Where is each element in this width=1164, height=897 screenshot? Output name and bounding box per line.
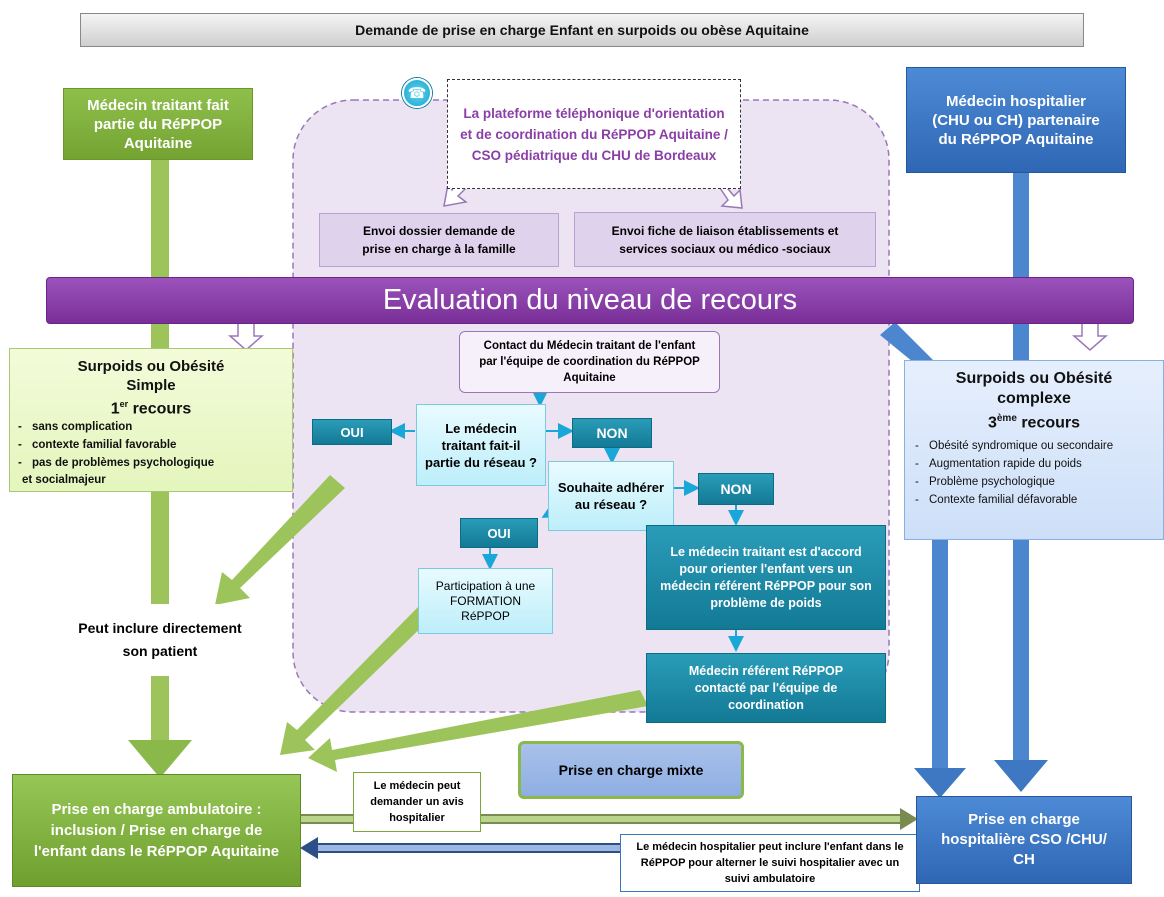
blue-left-bar-inner [318,845,918,851]
accord-box: Le médecin traitant est d'accord pour or… [646,525,886,630]
simple-recours-num: 1 [110,400,120,418]
list-item: Augmentation rapide du poids [915,455,1163,473]
title-text: Demande de prise en charge Enfant en sur… [355,22,809,38]
blue-left-arrowhead [300,837,318,859]
formation-box: Participation à une FORMATION RéPPOP [418,568,553,634]
envoi-fiche-box: Envoi fiche de liaison établissements et… [574,212,876,267]
complexe-recours-num: 3 [987,414,997,432]
medecin-traitant-box: Médecin traitant fait partie du RéPPOP A… [63,88,253,160]
mixte-label: Prise en charge mixte [558,762,704,778]
right-down-arrowhead-2 [914,768,966,798]
telephone-icon: ☎ [402,78,432,108]
green-right-arrowhead [900,808,918,830]
obesite-complexe-box: Surpoids ou Obésité complexe 3ème recour… [904,360,1164,540]
complexe-title-line1: Surpoids ou Obésité [955,370,1113,387]
complexe-recours-word: recours [1021,414,1081,432]
hospitalier-inclure-box: Le médecin hospitalier peut inclure l'en… [620,834,920,892]
accord-label: Le médecin traitant est d'accord pour or… [660,544,872,610]
obesite-simple-box: Surpoids ou Obésité Simple 1er recours s… [9,348,293,492]
referent-label: Médecin référent RéPPOP contacté par l'é… [688,663,844,712]
right-down-arrowhead [994,760,1048,792]
formation-label: Participation à une FORMATION RéPPOP [435,578,536,623]
diag-arrow-oui-peut [215,475,345,605]
simple-recours: 1er recours [111,395,192,418]
question1-label: Le médecin traitant fait-il partie du ré… [425,420,537,470]
envoi-dossier-label: Envoi dossier demande de prise en charge… [362,224,516,256]
question-adherer-box: Souhaite adhérer au réseau ? [548,461,674,531]
medecin-hospitalier-label: Médecin hospitalier (CHU ou CH) partenai… [932,92,1100,148]
list-item: contexte familial favorable [18,436,292,454]
evaluation-label: Evaluation du niveau de recours [382,284,798,316]
complexe-recours: 3ème recours [988,409,1080,433]
simple-title-line1: Surpoids ou Obésité [77,358,225,375]
medecin-traitant-label: Médecin traitant fait partie du RéPPOP A… [87,96,229,152]
list-item: Obésité syndromique ou secondaire [915,437,1163,455]
referent-box: Médecin référent RéPPOP contacté par l'é… [646,653,886,723]
prise-en-charge-mixte-box: Prise en charge mixte [518,741,744,799]
complexe-title-line2: complexe [997,390,1071,407]
hollow-arrow-complexe [1072,321,1108,351]
evaluation-banner: Evaluation du niveau de recours [46,277,1134,324]
diag-arrow-formation [280,605,432,755]
contact-label: Contact du Médecin traitant de l'enfant … [479,340,700,384]
question-fait-partie-box: Le médecin traitant fait-il partie du ré… [416,404,546,486]
avis-label: Le médecin peut demander un avis hospita… [370,780,464,824]
non-label: NON [596,425,628,441]
oui2-label: OUI [487,525,511,541]
simple-title-line2: Simple [126,377,176,394]
peut-inclure-text: Peut inclure directement son patient [78,620,242,659]
platform-box: La plateforme téléphonique d'orientation… [447,79,741,189]
diag-arrow-referent [308,690,648,772]
complexe-recours-sup: ème [996,413,1017,424]
non2-box: NON [698,473,774,505]
prise-en-charge-hospitaliere-box: Prise en charge hospitalière CSO /CHU/ C… [916,796,1132,884]
question2-label: Souhaite adhérer au réseau ? [557,480,665,512]
hospitaliere-label: Prise en charge hospitalière CSO /CHU/ C… [941,811,1107,868]
simple-recours-sup: er [119,399,129,409]
ambulatoire-label: Prise en charge ambulatoire : inclusion … [33,801,280,860]
list-item: sans complication [18,418,292,436]
hollow-arrow-simple [228,321,264,351]
avis-hospitalier-box: Le médecin peut demander un avis hospita… [353,772,481,832]
medecin-hospitalier-box: Médecin hospitalier (CHU ou CH) partenai… [906,67,1126,173]
contact-medecin-box: Contact du Médecin traitant de l'enfant … [459,331,720,393]
envoi-fiche-label: Envoi fiche de liaison établissements et… [611,223,839,256]
peut-inclure-label: Peut inclure directement son patient [60,604,260,676]
page-title: Demande de prise en charge Enfant en sur… [80,13,1084,47]
oui-label: OUI [340,424,364,440]
list-item: Problème psychologique [915,473,1163,491]
list-item: Contexte familial défavorable [915,491,1163,509]
oui-box: OUI [312,419,392,445]
hosp-include-label: Le médecin hospitalier peut inclure l'en… [636,841,904,885]
list-item-continuation: et socialmajeur [22,474,106,487]
envoi-dossier-box: Envoi dossier demande de prise en charge… [319,213,559,267]
oui2-box: OUI [460,518,538,548]
prise-en-charge-ambulatoire-box: Prise en charge ambulatoire : inclusion … [12,774,301,887]
left-down-arrowhead [128,740,192,778]
platform-label: La plateforme téléphonique d'orientation… [460,105,728,163]
non-box: NON [572,418,652,448]
green-right-bar-inner [300,816,900,822]
non2-label: NON [720,481,752,497]
list-item: pas de problèmes psychologique [18,454,292,472]
right-blue-line-2 [932,540,948,770]
simple-recours-word: recours [132,400,192,418]
simple-criteria-list: sans complication contexte familial favo… [10,418,292,472]
complexe-criteria-list: Obésité syndromique ou secondaire Augmen… [905,437,1163,509]
